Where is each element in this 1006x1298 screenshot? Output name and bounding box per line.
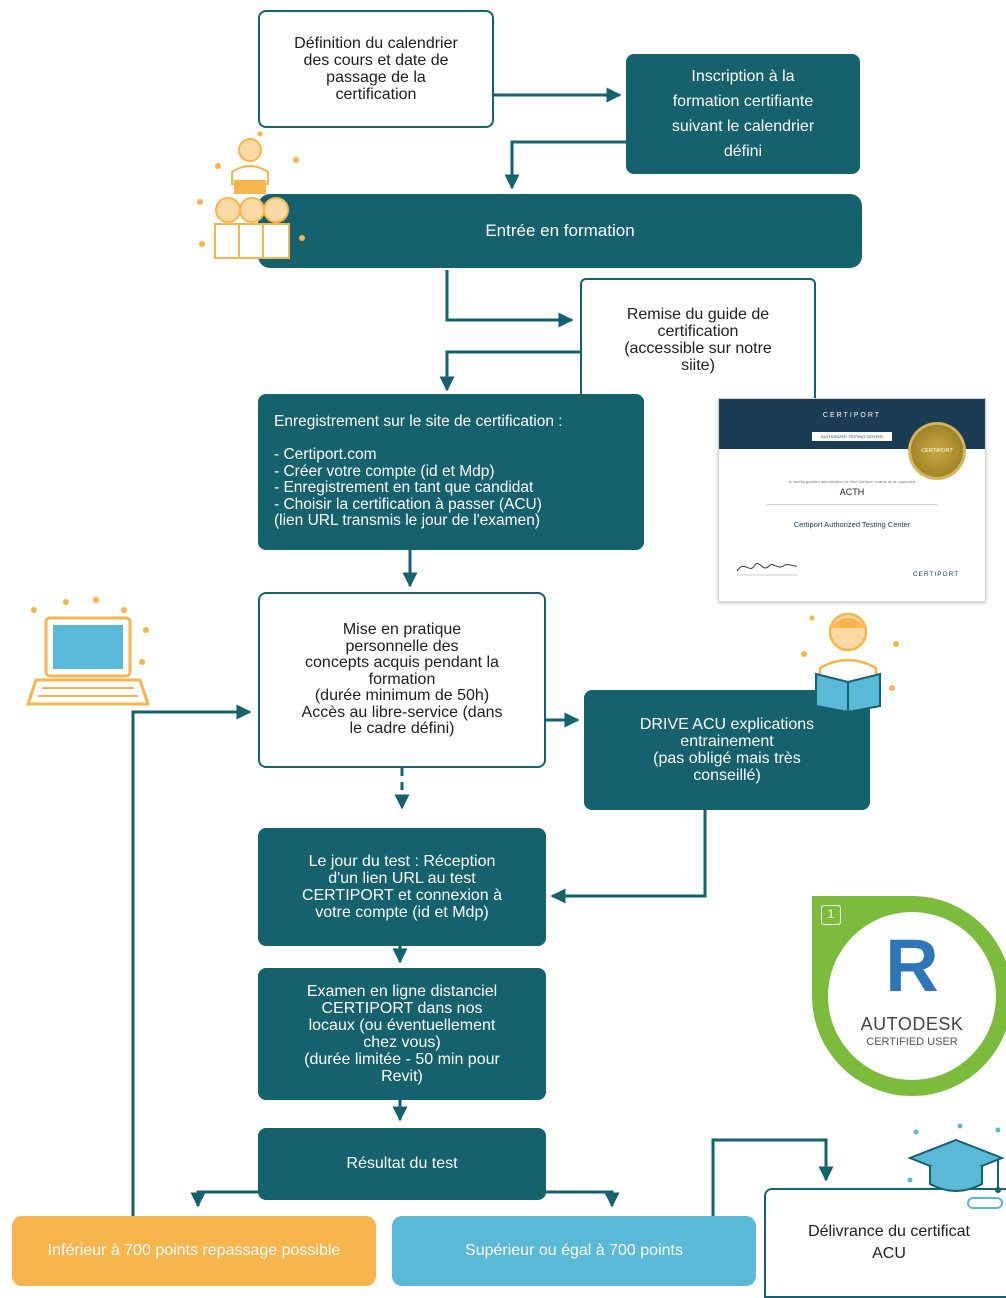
step-pratique-text: Mise en pratique personnelle des concept…: [301, 621, 503, 738]
step-calendar: Définition du calendrier des cours et da…: [258, 10, 494, 128]
step-calendar-text: Définition du calendrier des cours et da…: [294, 35, 458, 103]
step-jour-test: Le jour du test : Réception d'un lien UR…: [258, 828, 546, 946]
certificate-seal-text: CERTIPORT: [921, 448, 953, 454]
certificate-seal: CERTIPORT: [911, 425, 963, 477]
step-guide-text: Remise du guide de certification (access…: [624, 306, 772, 374]
arrow-superieur-delivrance: [711, 1138, 834, 1216]
step-pratique: Mise en pratique personnelle des concept…: [258, 592, 546, 768]
badge-inner-circle: [828, 912, 996, 1080]
arrow-drive-jour: [550, 810, 707, 904]
step-drive: DRIVE ACU explications entrainement (pas…: [584, 690, 870, 810]
step-inscription: Inscription à la formation certifiante s…: [626, 54, 860, 174]
step-resultat-text: Résultat du test: [346, 1155, 458, 1172]
certificate-fine-print: is hereby granted authorization to offer…: [788, 479, 916, 484]
arrow-guide-enregistrement: [439, 350, 582, 392]
step-delivrance: Délivrance du certificat ACU: [764, 1188, 1006, 1298]
step-delivrance-text: Délivrance du certificat ACU: [808, 1223, 970, 1262]
revit-r-icon: R: [885, 924, 939, 1007]
step-inferieur: Inférieur à 700 points repassage possibl…: [12, 1216, 376, 1286]
arrow-retry-loop: [131, 704, 252, 1216]
step-entree: Entrée en formation: [258, 194, 862, 268]
step-drive-text: DRIVE ACU explications entrainement (pas…: [639, 716, 815, 784]
step-enregistrement: Enregistrement sur le site de certificat…: [258, 394, 644, 550]
step-examen: Examen en ligne distanciel CERTIPORT dan…: [258, 968, 546, 1100]
arrow-inscription-entree: [504, 140, 630, 190]
certificate-name-line: [767, 504, 937, 505]
certificate-subtitle: Certiport Authorized Testing Center: [793, 520, 911, 529]
badge-brand: AUTODESK: [860, 1014, 964, 1034]
certificate-banner: AUTHORIZED TESTING CENTER: [812, 432, 892, 441]
certificate-footer-brand: CERTIPORT: [912, 571, 960, 578]
laptop-icon: [26, 597, 150, 706]
step-entree-text: Entrée en formation: [485, 221, 635, 240]
student-reading-icon: [801, 612, 899, 714]
badge-level-tag: 1: [821, 905, 841, 925]
certificate-card: CERTIPORT AUTHORIZED TESTING CENTER CERT…: [718, 398, 986, 602]
step-superieur: Supérieur ou égal à 700 points: [392, 1216, 756, 1286]
badge-certified: CERTIFIED USER: [866, 1036, 958, 1048]
step-superieur-text: Supérieur ou égal à 700 points: [465, 1242, 683, 1259]
step-examen-text: Examen en ligne distanciel CERTIPORT dan…: [304, 983, 500, 1085]
autodesk-certified-badge: 1 R AUTODESK CERTIFIED USER: [812, 896, 1006, 1096]
step-inscription-text: Inscription à la formation certifiante s…: [671, 68, 815, 160]
badge-level-text: 1: [827, 907, 835, 921]
graduation-cap-icon: [907, 1123, 1005, 1209]
step-enregistrement-text: Enregistrement sur le site de certificat…: [274, 413, 563, 530]
certificate-brand: CERTIPORT: [822, 412, 882, 419]
certificate-name: ACTH: [839, 487, 865, 497]
step-inferieur-text: Inférieur à 700 points repassage possibl…: [47, 1242, 341, 1259]
step-resultat: Résultat du test: [258, 1128, 546, 1200]
step-guide: Remise du guide de certification (access…: [580, 278, 816, 400]
arrow-entree-guide: [445, 270, 574, 328]
teacher-students-icon: [197, 131, 305, 259]
step-jour-test-text: Le jour du test : Réception d'un lien UR…: [301, 853, 503, 921]
certificate-signature: [736, 563, 798, 576]
